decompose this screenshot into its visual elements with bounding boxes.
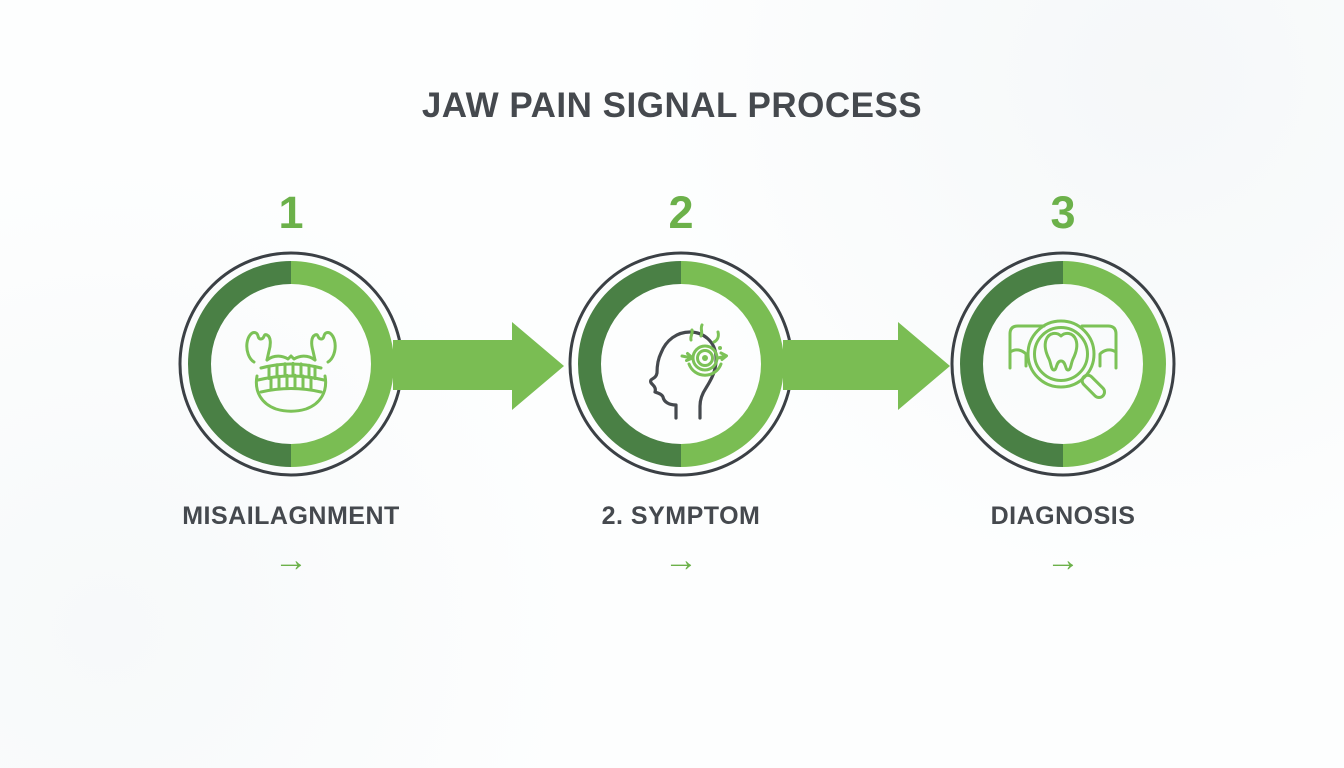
ring-half-dark	[960, 261, 1063, 467]
step-diagnosis: 3 DIAGNOSIS →	[913, 186, 1213, 579]
block-arrow-icon	[783, 322, 950, 410]
step-label: MISAILAGNMENT	[182, 502, 400, 530]
ring-half-dark	[188, 261, 291, 467]
head-pain-icon	[649, 323, 728, 420]
step-misalignment: 1 MISAILAGNMENT →	[141, 186, 441, 579]
page-title: JAW PAIN SIGNAL PROCESS	[421, 86, 923, 125]
ring-half-light	[291, 261, 394, 467]
tooth-magnifier-icon	[1008, 319, 1118, 400]
ring-half-light	[681, 261, 784, 467]
circle-outline	[568, 251, 794, 477]
right-arrow-icon: →	[1046, 541, 1080, 579]
step-circle	[568, 251, 794, 477]
step-label: 2. SYMPTOM	[601, 502, 761, 530]
step-circle	[950, 251, 1176, 477]
step-number: 3	[1050, 187, 1076, 238]
ring-half-light	[1063, 261, 1166, 467]
circle-outline	[950, 251, 1176, 477]
step-symptom: 2 2. SYMPTOM →	[531, 186, 831, 579]
right-arrow-icon: →	[664, 541, 698, 579]
ring-half-dark	[578, 261, 681, 467]
jaw-misalignment-icon	[245, 331, 337, 413]
block-arrow-icon	[393, 322, 564, 410]
step-label: DIAGNOSIS	[990, 502, 1136, 530]
step-number: 1	[278, 187, 304, 238]
step-circle	[178, 251, 404, 477]
step-number: 2	[668, 187, 694, 238]
right-arrow-icon: →	[274, 541, 308, 579]
